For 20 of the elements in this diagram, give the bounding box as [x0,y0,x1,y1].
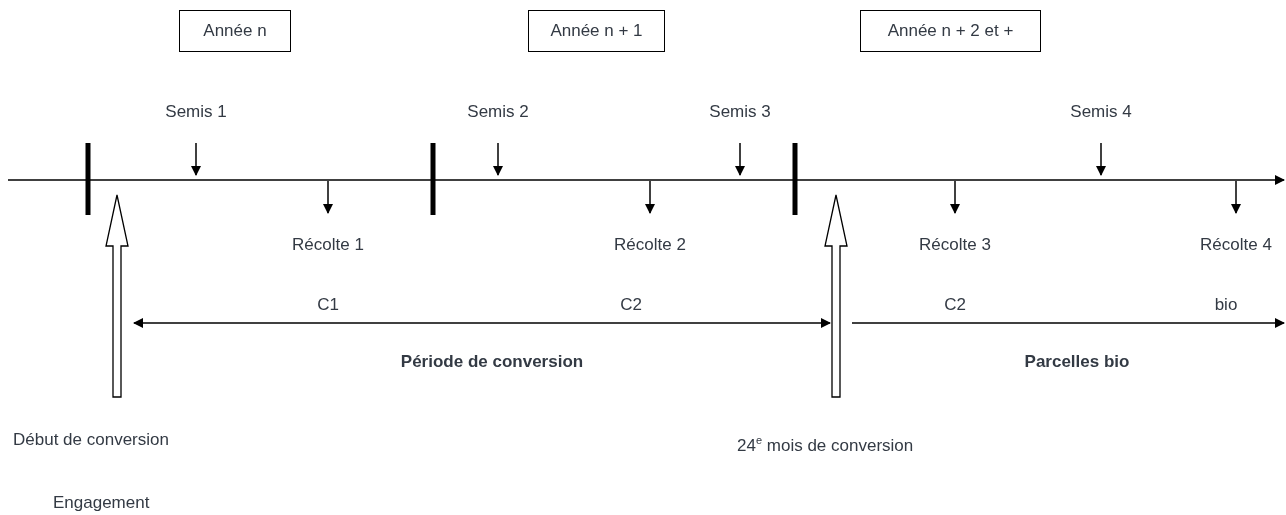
event-label: Récolte 2 [614,235,686,255]
period-title: Parcelles bio [1024,352,1130,372]
event-label: Semis 4 [1070,102,1132,122]
year-box: Année n + 2 et + [860,10,1041,52]
milestone-label: 24$^{e}$ mois de conversion [737,433,914,456]
period-label: C1 [317,295,339,315]
milestone-label: Engagement [53,493,150,513]
event-label: Récolte 3 [919,235,991,255]
event-label: Semis 3 [709,102,771,122]
year-box: Année n [179,10,291,52]
event-label: Récolte 4 [1200,235,1272,255]
period-label: C2 [944,295,966,315]
event-label: Semis 2 [467,102,529,122]
period-label: C2 [620,295,642,315]
event-label: Récolte 1 [292,235,364,255]
milestone-label: Début de conversion [13,430,169,450]
period-title: Période de conversion [400,352,584,372]
event-label: Semis 1 [165,102,227,122]
period-label: bio [1214,295,1238,315]
year-box: Année n + 1 [528,10,665,52]
